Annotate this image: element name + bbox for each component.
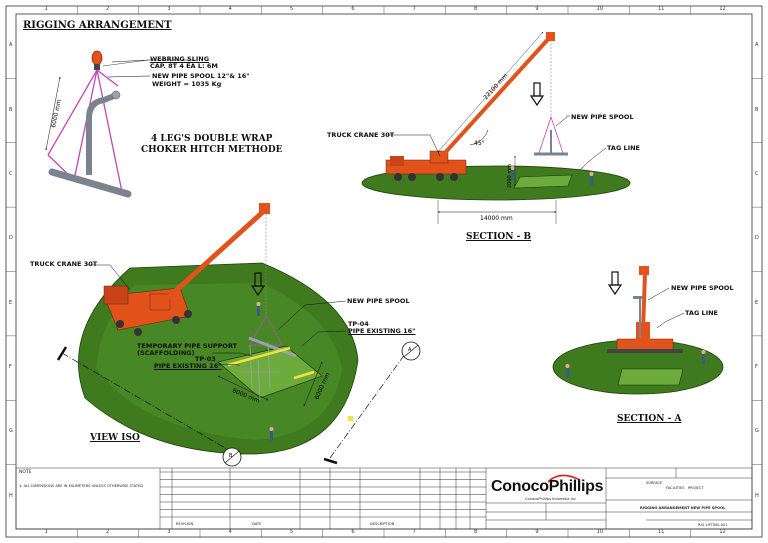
grid-column-label: 10 bbox=[596, 529, 604, 535]
grid-row-label: F bbox=[755, 364, 758, 371]
section-a-tagline-label: TAG LINE bbox=[685, 309, 718, 317]
view-iso-drawing bbox=[56, 203, 421, 467]
description-heading: DESCRIPTION bbox=[370, 522, 395, 526]
grid-column-label: 11 bbox=[658, 6, 665, 12]
grid-row-label: C bbox=[9, 170, 13, 177]
grid-row-label: B bbox=[9, 106, 13, 113]
section-a-spool-label: NEW PIPE SPOOL bbox=[671, 284, 734, 292]
section-b-boom-angle: 45° bbox=[474, 140, 485, 147]
grid-column-label: 7 bbox=[412, 6, 416, 12]
view-iso-marker-a-label: A bbox=[408, 347, 412, 353]
grid-column-label: 9 bbox=[535, 529, 539, 535]
view-iso-title: VIEW ISO bbox=[90, 433, 140, 443]
grid-column-label: 7 bbox=[412, 529, 416, 535]
grid-column-label: 3 bbox=[167, 529, 171, 535]
grid-row-label: E bbox=[755, 299, 759, 306]
grid-column-label: 4 bbox=[228, 6, 232, 12]
page-title: RIGGING ARRANGEMENT bbox=[23, 20, 172, 31]
company-sub: ConocoPhillips Indonesia Inc bbox=[525, 497, 576, 501]
grid-row-label: H bbox=[9, 492, 13, 499]
grid-column-label: 6 bbox=[351, 6, 355, 12]
grid-row-label: D bbox=[9, 235, 13, 242]
company-name: ConocoPhillips bbox=[491, 478, 604, 495]
project-line-2: FACILITIES bbox=[666, 486, 685, 490]
section-a-drawing bbox=[552, 266, 724, 395]
tp03-pipe-label: PIPE EXISTING 16" bbox=[154, 362, 222, 370]
note-title: NOTE bbox=[19, 470, 32, 475]
view-iso-spool-label: NEW PIPE SPOOL bbox=[347, 297, 410, 305]
grid-column-label: 2 bbox=[106, 6, 110, 12]
sling-title: WEBRING SLING bbox=[150, 55, 210, 63]
section-b-tagline-label: TAG LINE bbox=[607, 144, 640, 152]
grid-row-label: C bbox=[755, 170, 759, 177]
grid-row-label: H bbox=[755, 492, 759, 499]
grid-column-label: 1 bbox=[44, 6, 48, 12]
grid-column-label: 12 bbox=[719, 529, 726, 535]
grid-row-label: G bbox=[9, 428, 13, 435]
section-b-height-dim: 2000 mm bbox=[507, 164, 513, 188]
project-line-1: SURFACE bbox=[646, 481, 663, 485]
note-text: 1. ALL DIMENSIONS ARE IN MILIMETERS UNLE… bbox=[19, 484, 144, 488]
methode-title-line1: 4 LEG'S DOUBLE WRAP bbox=[151, 134, 273, 144]
grid-row-label: B bbox=[755, 106, 759, 113]
grid-column-label: 4 bbox=[228, 529, 232, 535]
section-a-title: SECTION - A bbox=[617, 414, 682, 424]
project-line-3: PROJECT bbox=[688, 486, 704, 490]
spool-label: NEW PIPE SPOOL 12"& 16" bbox=[152, 72, 250, 80]
grid-row-label: F bbox=[9, 364, 12, 371]
tp04-label: TP-04 bbox=[348, 320, 369, 328]
grid-column-label: 10 bbox=[596, 6, 604, 12]
grid-column-label: 6 bbox=[351, 529, 355, 535]
section-b-width-dim: 14000 mm bbox=[480, 215, 513, 222]
grid-column-label: 5 bbox=[290, 6, 294, 12]
rigging-height-dim: 6000 mm bbox=[50, 99, 63, 129]
grid-row-label: G bbox=[755, 428, 759, 435]
grid-column-label: 5 bbox=[290, 529, 294, 535]
grid-column-label: 8 bbox=[474, 6, 478, 12]
spool-weight: WEIGHT = 1035 Kg bbox=[152, 80, 222, 88]
grid-column-label: 2 bbox=[106, 529, 110, 535]
grid-row-label: A bbox=[755, 42, 759, 49]
section-b-spool-label: NEW PIPE SPOOL bbox=[571, 113, 634, 121]
grid-ticks bbox=[6, 6, 762, 537]
grid-column-label: 1 bbox=[44, 529, 48, 535]
grid-column-label: 8 bbox=[474, 529, 478, 535]
grid-column-label: 9 bbox=[535, 6, 539, 12]
view-iso-marker-b-label: B bbox=[229, 453, 233, 459]
tp03-label: TP-03 bbox=[195, 355, 216, 363]
temp-support-label-1: TEMPORARY PIPE SUPPORT bbox=[137, 342, 238, 350]
section-b-ground bbox=[361, 165, 631, 201]
drawing-title: RIGGING ARRANGEMENT NEW PIPE SPOOL bbox=[640, 506, 726, 510]
revision-heading: REVISION bbox=[176, 522, 194, 526]
section-b-crane-label: TRUCK CRANE 30T bbox=[327, 131, 395, 139]
company-logo-swoosh bbox=[547, 474, 581, 483]
date-heading: DATE bbox=[252, 522, 262, 526]
grid-column-label: 12 bbox=[719, 6, 726, 12]
grid-row-label: D bbox=[755, 235, 759, 242]
temp-support-label-2: (SCAFFOLDING) bbox=[137, 349, 195, 357]
drawing-number: RIG-LIFTING-001 bbox=[698, 523, 728, 527]
grid-row-label: E bbox=[9, 299, 13, 306]
rigging-detail-drawing bbox=[45, 50, 195, 198]
grid-column-label: 3 bbox=[167, 6, 171, 12]
tp04-pipe-label: PIPE EXISTING 16" bbox=[348, 327, 416, 335]
sling-capacity: CAP. 8T 4 EA L: 6M bbox=[150, 62, 218, 70]
methode-title-line2: CHOKER HITCH METHODE bbox=[141, 145, 283, 155]
view-iso-crane-label: TRUCK CRANE 30T bbox=[30, 260, 98, 268]
grid-row-label: A bbox=[9, 42, 13, 49]
section-b-title: SECTION - B bbox=[466, 232, 532, 242]
grid-column-label: 11 bbox=[658, 529, 665, 535]
title-block bbox=[15, 467, 753, 530]
section-b-drawing bbox=[361, 31, 631, 224]
